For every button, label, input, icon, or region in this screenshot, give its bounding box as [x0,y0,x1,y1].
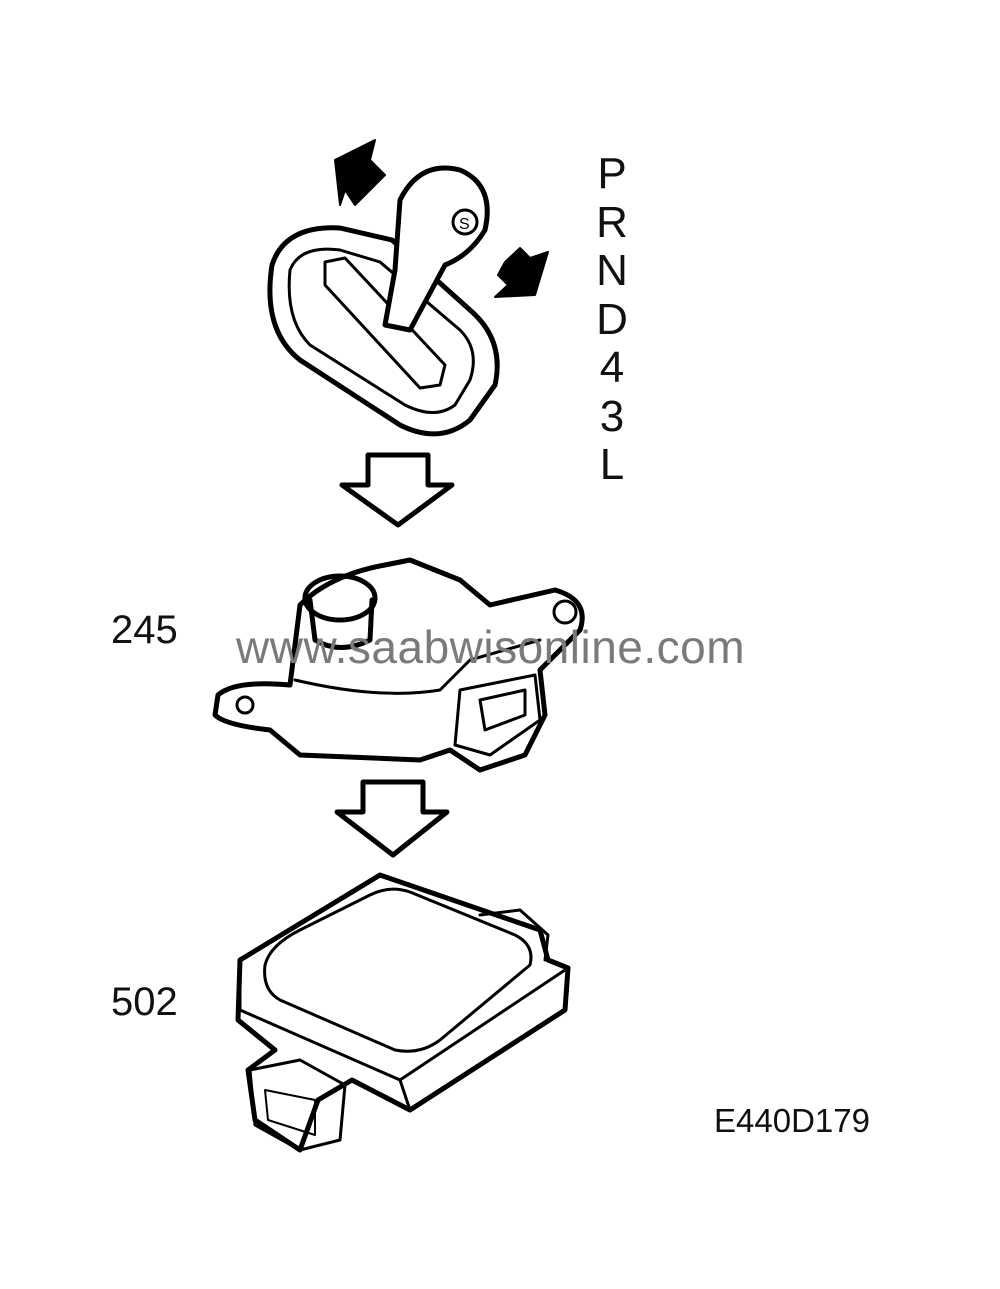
gear-label: P [597,149,627,198]
gear-label: 4 [599,343,625,392]
gear-position-switch-illustration [212,557,585,773]
selector-knob-symbol: S [459,216,470,233]
transmission-control-module-illustration [235,872,571,1153]
arrow-backward-icon [494,247,549,298]
gear-label: R [596,197,628,247]
component-label-502: 502 [111,980,178,1024]
gear-selector-illustration: S [267,165,500,437]
gear-position-legend: P R N D 4 3 L [592,149,632,490]
gear-label: L [599,440,625,489]
gear-label: 3 [599,391,625,441]
gear-label: N [596,246,628,295]
figure-code: E440D179 [714,1102,870,1139]
gear-label: D [596,294,628,344]
arrow-forward-icon [334,139,386,206]
flow-arrow-down-icon [339,452,455,528]
watermark: www.saabwisonline.com [236,621,746,673]
component-label-245: 245 [111,608,178,652]
flow-arrow-down-icon [334,779,450,858]
